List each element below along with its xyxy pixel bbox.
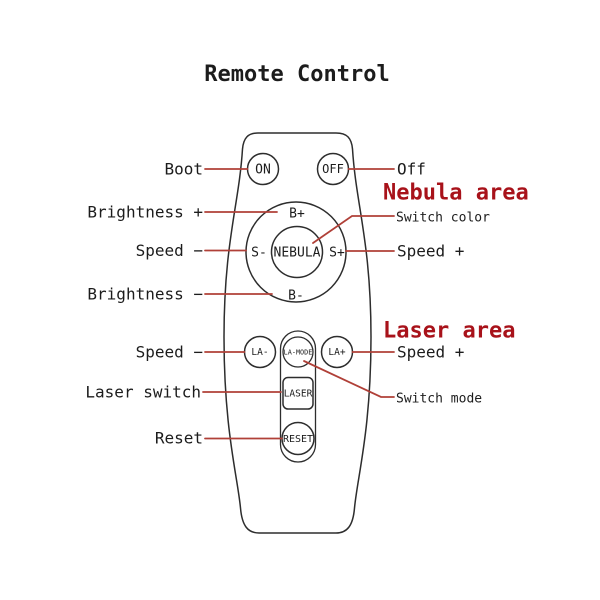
label-speed-down: Speed −: [136, 241, 203, 260]
leader-line-switch-mode: [303, 360, 395, 398]
label-switch-color: Switch color: [396, 211, 490, 226]
label-boot: Boot: [164, 160, 203, 179]
label-brightness-up: Brightness +: [87, 203, 203, 222]
leader-lines: [202, 168, 395, 440]
label-off: Off: [397, 160, 426, 179]
laser-speed-down-label: LA-: [251, 347, 268, 358]
on-button-label: ON: [255, 163, 271, 178]
label-laser-speed-up: Speed +: [397, 343, 464, 362]
label-switch-mode: Switch mode: [396, 392, 482, 407]
page-title: Remote Control: [204, 62, 389, 87]
remote-outline: [223, 132, 372, 534]
leader-line-switch-color: [312, 215, 395, 244]
labels-left: Boot Brightness + Speed − Brightness − S…: [85, 160, 203, 448]
label-reset: Reset: [155, 429, 203, 448]
brightness-down-label: B-: [288, 289, 304, 304]
laser-mode-button: [282, 336, 314, 368]
remote-graphics: [223, 132, 372, 534]
area-labels: Nebula area Laser area: [383, 181, 529, 344]
labels-right: Off Switch color Speed + Speed + Switch …: [396, 160, 490, 407]
nebula-button-label: NEBULA: [274, 246, 321, 261]
label-laser-switch: Laser switch: [85, 383, 201, 402]
reset-button-label: RESET: [283, 434, 313, 445]
laser-mode-label: LA-MODE: [284, 349, 313, 357]
laser-switch-button-label: LASER: [284, 389, 313, 400]
speed-down-label: S-: [251, 246, 267, 261]
nebula-button: [270, 225, 324, 279]
off-button-label: OFF: [322, 162, 344, 176]
area-label-laser: Laser area: [383, 319, 515, 344]
brightness-up-label: B+: [289, 207, 305, 222]
label-brightness-down: Brightness −: [87, 285, 203, 304]
laser-button-capsule: [279, 330, 317, 463]
button-labels: ON OFF B+ S- NEBULA S+ B- LA- LA-MODE LA…: [251, 162, 346, 445]
label-speed-up: Speed +: [397, 242, 464, 261]
label-laser-speed-down: Speed −: [136, 343, 203, 362]
area-label-nebula: Nebula area: [383, 181, 529, 206]
nebula-pad-ring: [245, 201, 347, 303]
speed-up-label: S+: [329, 246, 345, 261]
laser-speed-up-label: LA+: [328, 347, 345, 358]
laser-switch-button: [282, 376, 314, 410]
